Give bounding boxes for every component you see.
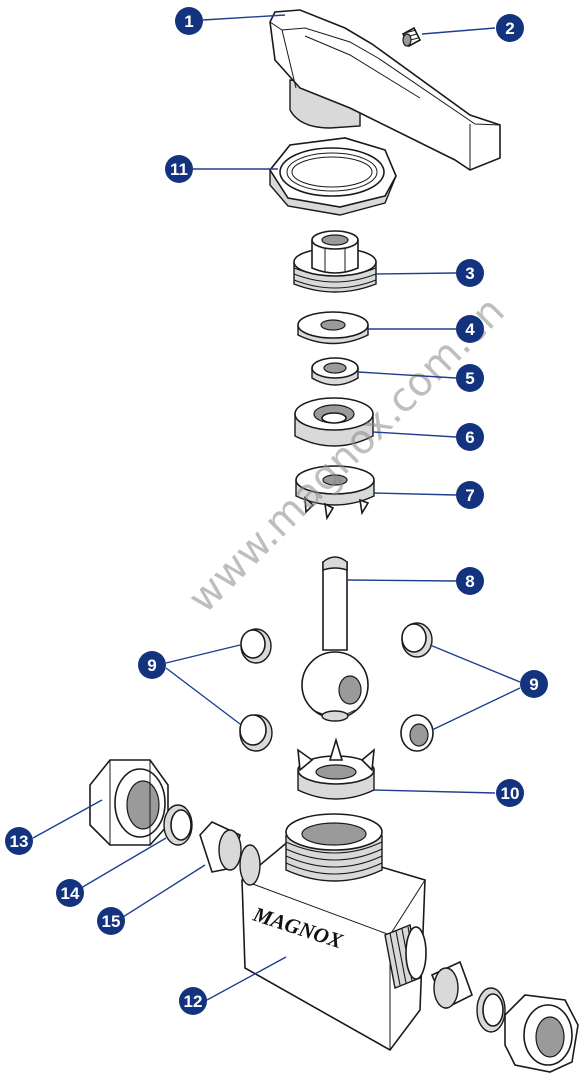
callout-5: 5 xyxy=(456,364,484,392)
set-screw-part xyxy=(401,26,422,48)
washer-part xyxy=(297,311,369,345)
callout-number: 9 xyxy=(529,675,538,694)
callout-9-right: 9 xyxy=(520,670,548,698)
upper-seat-part xyxy=(295,465,375,521)
callout-number: 14 xyxy=(61,884,80,903)
callout-14: 14 xyxy=(56,879,84,907)
ball-seat-left-upper xyxy=(240,628,272,664)
callout-7: 7 xyxy=(456,481,484,509)
packing-ring-part xyxy=(311,357,359,386)
callout-15: 15 xyxy=(97,907,125,935)
compression-nut-right xyxy=(504,994,579,1073)
ball-seat-right-upper xyxy=(401,622,433,658)
stem-ball-part xyxy=(301,556,369,722)
callout-6: 6 xyxy=(456,423,484,451)
callout-number: 13 xyxy=(10,832,29,851)
packing-gland-part xyxy=(293,230,377,293)
callout-number: 1 xyxy=(184,12,193,31)
callout-4: 4 xyxy=(456,315,484,343)
callout-12: 12 xyxy=(179,987,207,1015)
callout-number: 9 xyxy=(147,656,156,675)
callout-10: 10 xyxy=(496,779,524,807)
callout-9-left: 9 xyxy=(138,651,166,679)
callout-number: 6 xyxy=(465,428,474,447)
callout-number: 5 xyxy=(465,369,474,388)
back-ferrule-right xyxy=(476,987,506,1033)
leader-lines xyxy=(32,14,521,1001)
callout-2: 2 xyxy=(496,14,524,42)
callout-13: 13 xyxy=(5,827,33,855)
ball-seat-left-lower xyxy=(239,714,273,752)
callout-number: 11 xyxy=(170,160,188,179)
callout-8: 8 xyxy=(456,567,484,595)
callout-11: 11 xyxy=(165,155,193,183)
front-ferrule-right xyxy=(430,960,473,1010)
callout-number: 10 xyxy=(501,784,520,803)
callout-3: 3 xyxy=(456,259,484,287)
lower-seat-part xyxy=(297,737,375,800)
callout-number: 8 xyxy=(465,572,474,591)
callout-number: 4 xyxy=(465,320,475,339)
callout-number: 7 xyxy=(465,486,474,505)
callout-1: 1 xyxy=(175,7,203,35)
stem-packing-part xyxy=(294,397,374,447)
gland-nut-part xyxy=(269,137,397,216)
compression-nut-left xyxy=(89,759,169,846)
callout-number: 15 xyxy=(102,912,121,931)
ball-seat-right-lower xyxy=(400,714,434,752)
handle-part xyxy=(269,9,501,171)
front-ferrule-left xyxy=(199,821,242,873)
callout-number: 2 xyxy=(505,19,514,38)
back-ferrule-left xyxy=(163,804,193,846)
callout-number: 3 xyxy=(465,264,474,283)
valve-body-part: MAGNOX xyxy=(239,813,427,1052)
callout-number: 12 xyxy=(184,992,203,1011)
